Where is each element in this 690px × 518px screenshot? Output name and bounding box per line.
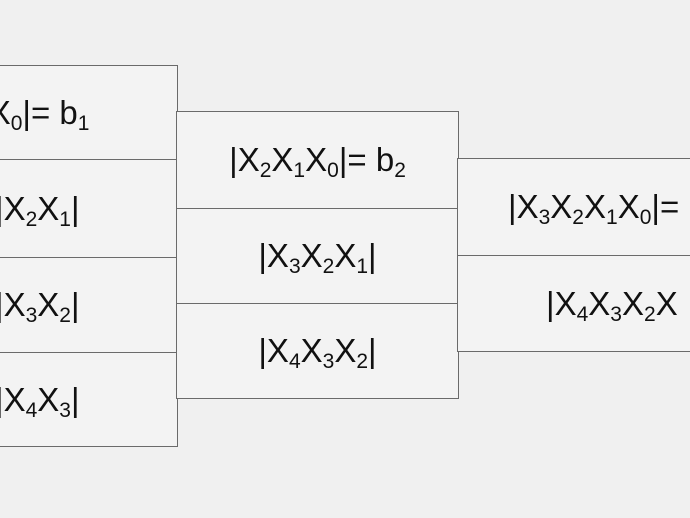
col2-row-3-label: |X4X3X2| <box>258 332 377 373</box>
label-term: X <box>300 237 323 274</box>
label-subscript: 1 <box>77 111 90 135</box>
label-subscript: 2 <box>572 206 584 229</box>
label-subscript: 2 <box>25 207 38 231</box>
label-subscript: 1 <box>356 255 369 278</box>
label-term: X <box>550 188 573 225</box>
label-subscript: 4 <box>25 398 38 422</box>
label-term: |X <box>229 141 260 178</box>
col1-row-4-label: |X4X3| <box>0 380 80 422</box>
label-subscript: 3 <box>322 350 335 373</box>
label-subscript: 2 <box>59 304 71 327</box>
col2-row-1-label: |X2X1X0|= b2 <box>229 141 406 182</box>
label-term: |X <box>258 332 289 369</box>
label-subscript: 3 <box>288 255 301 278</box>
label-term: |X <box>0 286 26 323</box>
label-subscript: 0 <box>10 111 23 135</box>
col1-row-2: |X2X1| <box>0 160 177 258</box>
label-subscript: 2 <box>356 350 369 373</box>
label-term: X <box>37 189 60 227</box>
label-subscript: 1 <box>293 159 306 182</box>
label-subscript: 3 <box>538 206 551 229</box>
label-term: |= <box>651 188 680 225</box>
col3-row-1-label: |X3X2X1X0|= <box>508 188 680 229</box>
column-1: 1X0|= b1 |X2X1| |X3X2| |X4X3| <box>0 65 178 447</box>
col2-row-1: |X2X1X0|= b2 <box>177 112 458 209</box>
label-subscript: 3 <box>59 398 71 422</box>
col1-row-1: 1X0|= b1 <box>0 66 177 160</box>
label-term: | <box>368 237 377 274</box>
label-term: X <box>583 188 606 225</box>
col3-row-1: |X3X2X1X0|= <box>458 159 690 256</box>
column-2: |X2X1X0|= b2 |X3X2X1| |X4X3X2| <box>176 111 459 399</box>
label-term: X <box>334 332 357 369</box>
col3-row-2-label: |X4X3X2X <box>546 284 678 326</box>
label-subscript: 2 <box>394 159 406 182</box>
label-term: | <box>368 332 377 369</box>
label-term: | <box>70 286 80 323</box>
label-term: X <box>37 380 60 418</box>
label-subscript: 4 <box>576 302 589 326</box>
label-subscript: 4 <box>288 350 301 373</box>
label-subscript: 0 <box>327 159 339 182</box>
col1-row-4: |X4X3| <box>0 353 177 446</box>
label-term: X <box>655 284 678 322</box>
label-term: X <box>588 284 611 322</box>
col1-row-1-label: 1X0|= b1 <box>0 93 90 135</box>
label-term: |= b <box>22 93 78 131</box>
label-subscript: 3 <box>25 304 38 327</box>
label-term: X <box>271 141 294 178</box>
col2-row-2: |X3X2X1| <box>177 209 458 304</box>
label-term: |= b <box>338 141 395 178</box>
col1-row-3-label: |X3X2| <box>0 286 80 327</box>
column-3: |X3X2X1X0|= |X4X3X2X <box>457 158 690 352</box>
label-term: |X <box>508 188 539 225</box>
label-term: X <box>37 286 60 323</box>
label-subscript: 2 <box>322 255 335 278</box>
label-subscript: 2 <box>259 159 272 182</box>
col2-row-2-label: |X3X2X1| <box>258 237 377 278</box>
label-term: |X <box>0 380 26 418</box>
label-term: X <box>334 237 357 274</box>
label-term: |X <box>0 189 26 227</box>
label-subscript: 0 <box>639 206 652 229</box>
label-term: X <box>617 188 640 225</box>
label-term: X <box>300 332 323 369</box>
label-subscript: 3 <box>610 302 622 326</box>
col3-row-2: |X4X3X2X <box>458 256 690 351</box>
col2-row-3: |X4X3X2| <box>177 304 458 398</box>
label-subscript: 2 <box>644 302 656 326</box>
col1-row-2-label: |X2X1| <box>0 189 80 231</box>
label-term: | <box>70 189 80 227</box>
label-term: X <box>0 94 11 131</box>
label-term: X <box>621 284 644 322</box>
label-term: |X <box>546 284 577 322</box>
col1-row-3: |X3X2| <box>0 258 177 353</box>
label-term: X <box>305 141 328 178</box>
label-term: |X <box>258 237 289 274</box>
label-subscript: 1 <box>59 207 71 231</box>
label-subscript: 1 <box>606 206 618 229</box>
label-term: | <box>70 380 80 418</box>
